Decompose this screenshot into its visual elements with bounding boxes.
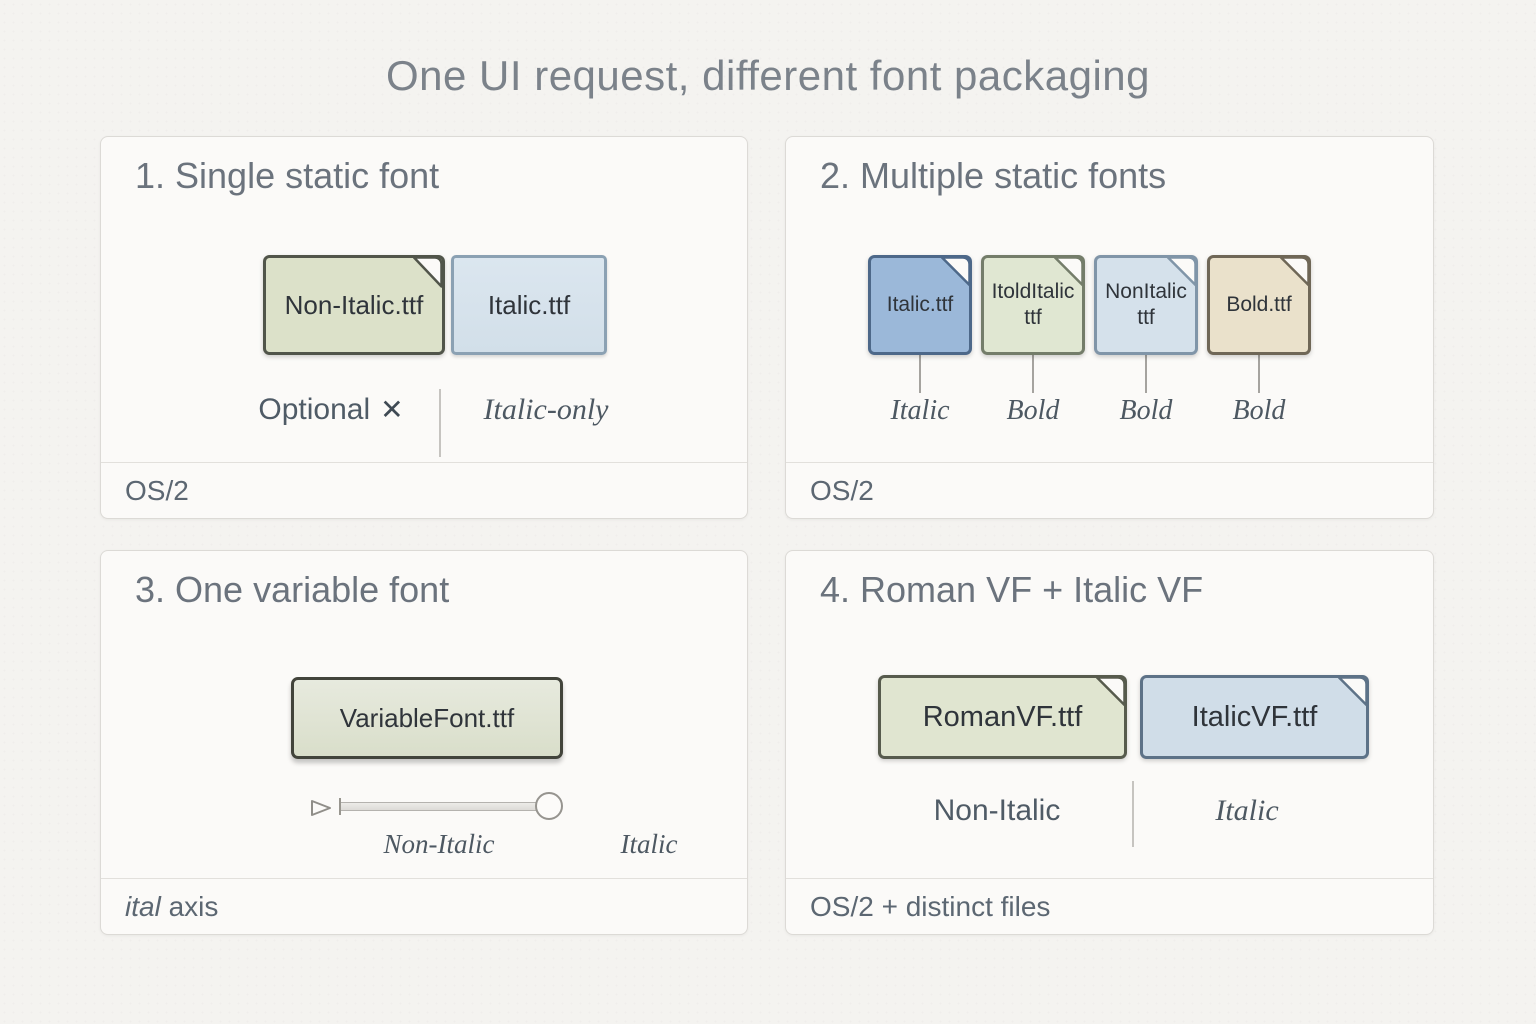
- file-name: NonItalic ttf: [1105, 279, 1187, 329]
- ital-keyword: ital: [125, 891, 161, 922]
- file-name: VariableFont.ttf: [339, 702, 515, 733]
- footer-os2-label: OS/2: [810, 475, 874, 506]
- annotation-divider: [1132, 781, 1134, 847]
- file-icon-italicvf-ttf: ItalicVF.ttf: [1140, 675, 1369, 759]
- panel4-heading: 4. Roman VF + Italic VF: [820, 569, 1204, 610]
- file-icon-romanvf-ttf: RomanVF.ttf: [878, 675, 1127, 759]
- slider-knob: [535, 792, 563, 820]
- folded-file-icon: [263, 255, 445, 355]
- panel3-footer: ital axis: [101, 878, 747, 934]
- panel2-footer: OS/2: [786, 462, 1433, 518]
- file-icon-non-italic-ttf: Non-Italic.ttf: [263, 255, 445, 355]
- folded-file-icon: [1207, 255, 1311, 355]
- file-icon-italic-ttf: Italic.ttf: [451, 255, 607, 355]
- file-icon-variablefont-ttf: VariableFont.ttf: [291, 677, 563, 759]
- file-name: Bold.ttf: [1226, 292, 1292, 316]
- panel-one-variable-font: 3. One variable font VariableFont.ttf No…: [100, 550, 748, 935]
- panel1-footer: OS/2: [101, 462, 747, 518]
- folded-file-icon: [878, 675, 1127, 759]
- axis-word: axis: [160, 891, 219, 922]
- folded-file-icon: [1140, 675, 1369, 759]
- annotation-italic-only: Italic-only: [483, 393, 609, 426]
- folded-file-icon: [868, 255, 972, 355]
- panel4-footer: OS/2 + distinct files: [786, 878, 1433, 934]
- footer-ital-axis-label: ital axis: [125, 891, 218, 923]
- panel2-files-row: Italic.ttf Italic ItoldItalic ttf Bold: [868, 255, 1311, 427]
- file-icon-bold-ttf: Bold.ttf: [1207, 255, 1311, 355]
- annotation-non-italic: Non-Italic: [933, 794, 1061, 827]
- panel3-heading: 3. One variable font: [135, 569, 450, 610]
- x-mark-icon: ✕: [380, 394, 404, 425]
- panel1-heading: 1. Single static font: [135, 155, 440, 196]
- slider-max-label: Italic: [620, 829, 678, 859]
- file-icon-itolditalic-ttf: ItoldItalic ttf: [981, 255, 1085, 355]
- font-file-group: Italic.ttf Italic: [868, 255, 972, 427]
- footer-os2-label: OS/2: [125, 475, 189, 506]
- font-file-group: Bold.ttf Bold: [1207, 255, 1311, 427]
- file-name: Non-Italic.ttf: [284, 289, 424, 320]
- file-name: ItoldItalic ttf: [991, 279, 1075, 329]
- annotation-divider: [439, 389, 441, 457]
- file-name: RomanVF.ttf: [922, 700, 1083, 733]
- font-file-group: NonItalic ttf Bold: [1094, 255, 1198, 427]
- connector-line: [919, 355, 921, 393]
- style-tag: Italic: [890, 395, 950, 426]
- font-file-group: ItoldItalic ttf Bold: [981, 255, 1085, 427]
- panel2-heading: 2. Multiple static fonts: [820, 155, 1167, 196]
- file-name: Italic.ttf: [487, 289, 571, 320]
- style-tag: Bold: [1119, 395, 1173, 426]
- folded-file-icon: [1094, 255, 1198, 355]
- panel-multiple-static-fonts: 2. Multiple static fonts Italic.ttf Ital…: [785, 136, 1434, 519]
- footer-os2-distinct-files-label: OS/2 + distinct files: [810, 891, 1051, 922]
- panel-roman-vf-italic-vf: 4. Roman VF + Italic VF RomanVF.ttf Ital…: [785, 550, 1434, 935]
- style-tag: Bold: [1232, 395, 1286, 426]
- connector-line: [1145, 355, 1147, 393]
- connector-line: [1258, 355, 1260, 393]
- annotation-optional: Optional ✕: [258, 393, 403, 427]
- axis-arrow-icon: [311, 800, 331, 816]
- connector-line: [1032, 355, 1034, 393]
- style-tag: Bold: [1006, 395, 1060, 426]
- annotation-italic: Italic: [1215, 794, 1279, 827]
- slider-track: [339, 798, 549, 815]
- panel1-files-row: Non-Italic.ttf Italic.ttf: [263, 255, 607, 355]
- panel-single-static-font: 1. Single static font Non-Italic.ttf Ita…: [100, 136, 748, 519]
- file-name: ItalicVF.ttf: [1191, 700, 1318, 733]
- file-icon-italic-ttf: Italic.ttf: [868, 255, 972, 355]
- file-icon-nonitalic-ttf: NonItalic ttf: [1094, 255, 1198, 355]
- file-name: Italic.ttf: [886, 292, 954, 316]
- slider-min-label: Non-Italic: [383, 829, 495, 859]
- annotation-optional-label: Optional: [258, 393, 371, 426]
- page-title: One UI request, different font packaging: [385, 52, 1151, 99]
- folded-file-icon: [981, 255, 1085, 355]
